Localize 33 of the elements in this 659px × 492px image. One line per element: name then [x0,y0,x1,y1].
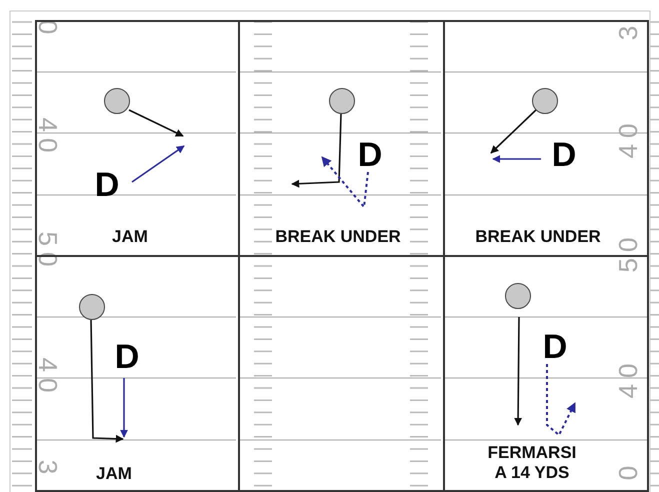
yard-number: 40 [35,118,61,158]
play-caption: JAM [112,227,148,247]
defender-marker: D [358,138,382,172]
play-caption: BREAK UNDER [275,227,401,247]
defender-marker: D [542,330,568,364]
yard-number: 3 [35,460,61,480]
defender-marker: D [94,168,120,202]
route-arrow [514,317,522,426]
play-caption: JAM [96,464,132,484]
yard-number: 50 [615,232,641,272]
player-circle [104,88,130,114]
defender-marker: D [552,138,576,172]
player-circle [79,294,105,320]
yard-number: 0 [615,460,641,480]
yard-number: 40 [615,358,641,398]
player-circle [329,88,355,114]
play-caption: FERMARSI A 14 YDS [486,443,578,483]
route-arrow [546,364,576,437]
play-caption: BREAK UNDER [475,227,601,247]
yard-number: 40 [615,118,641,158]
route-arrow [291,114,342,188]
player-circle [505,283,531,309]
route-arrow [128,109,184,137]
defender-marker: D [114,340,140,374]
route-arrow [492,155,541,163]
route-arrow [132,145,185,183]
route-arrow [120,378,128,438]
route-arrow [321,156,369,210]
route-arrow [90,320,124,443]
player-circle [532,88,558,114]
yard-number: 3 [615,20,641,40]
route-arrow [490,108,538,154]
yard-number: 40 [35,358,61,398]
